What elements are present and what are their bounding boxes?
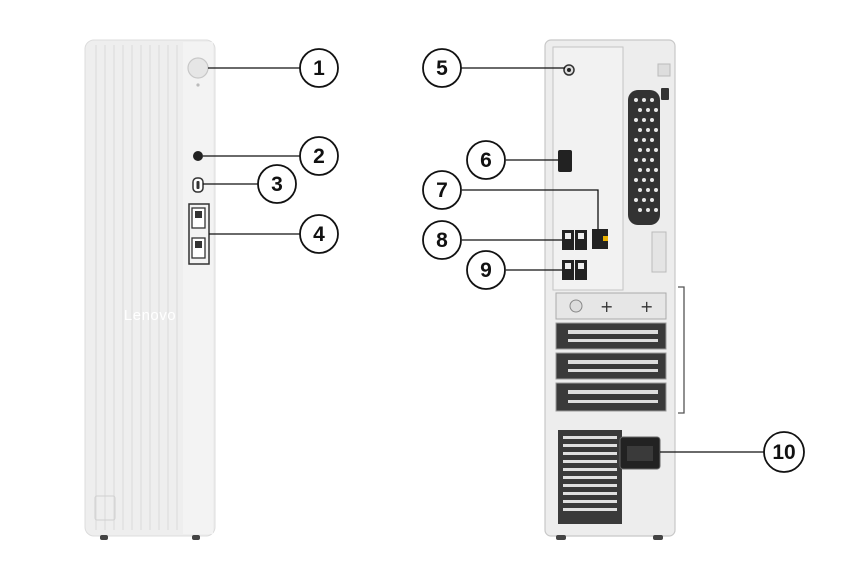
front-ridges: [95, 45, 178, 530]
callout-badge: 9: [466, 250, 506, 290]
ethernet-port[interactable]: [592, 229, 608, 249]
ethernet-led-icon: [603, 236, 608, 241]
expansion-slot-grille: [568, 330, 658, 403]
usb-c-tongue: [196, 181, 200, 189]
callout-leaders: [203, 67, 764, 453]
front-foot-left: [100, 535, 108, 540]
front-usb-a-insert-2: [195, 241, 202, 248]
callout-badge: 5: [422, 48, 462, 88]
callout-number: 6: [480, 149, 492, 172]
expansion-slot-3: [555, 352, 667, 380]
rear-fan-grille: [634, 98, 658, 212]
callout-badge: 4: [299, 214, 339, 254]
callout-number: 3: [271, 173, 283, 196]
expansion-slot-plus-icon-2: +: [640, 297, 653, 316]
callout-badge: 10: [763, 431, 805, 473]
power-button[interactable]: [187, 57, 209, 79]
power-indicator-icon: [196, 83, 200, 87]
power-connector-socket: [627, 446, 653, 461]
expansion-slot-2: [555, 322, 667, 350]
expansion-slot-4: [555, 382, 667, 412]
front-usb-a-insert-1: [195, 211, 202, 218]
front-foot-right: [192, 535, 200, 540]
rear-latch: [651, 231, 667, 273]
callout-number: 5: [436, 57, 448, 80]
rear-usb-upper-insert-2: [578, 233, 584, 239]
rear-usb-lower-insert-1: [565, 263, 571, 269]
rear-audio-jack-hole: [567, 68, 571, 72]
headset-jack[interactable]: [193, 151, 203, 161]
callout-number: 2: [313, 145, 325, 168]
rear-top-tab: [657, 63, 671, 77]
hdmi-port[interactable]: [558, 150, 572, 172]
callout-number: 1: [313, 57, 325, 80]
front-badge-icon: [94, 495, 116, 521]
psu-vent-grille: [563, 436, 617, 511]
rear-usb-lower-insert-2: [578, 263, 584, 269]
rear-foot-right: [653, 535, 663, 540]
callout-number: 10: [772, 441, 795, 464]
rear-view: + +: [544, 39, 685, 540]
callout-number: 7: [436, 179, 448, 202]
callout-badges: 1 2 3 4 5 6 7 8: [257, 48, 805, 473]
expansion-slot-bracket: [678, 286, 685, 414]
front-view: Lenovo: [84, 39, 216, 540]
callout-number: 8: [436, 229, 448, 252]
callout-badge: 8: [422, 220, 462, 260]
front-brand-label: Lenovo: [124, 307, 176, 324]
callout-number: 4: [313, 223, 325, 246]
expansion-slot-1: [555, 292, 667, 320]
expansion-slots: + +: [555, 286, 685, 414]
expansion-slot-screw-icon: [569, 299, 583, 313]
callout-badge: 6: [466, 140, 506, 180]
front-port-strip: [183, 42, 213, 534]
callout-badge: 2: [299, 136, 339, 176]
leader-7: [462, 189, 599, 229]
expansion-slot-plus-icon-1: +: [600, 297, 613, 316]
callout-number: 9: [480, 259, 492, 282]
callout-badge: 3: [257, 164, 297, 204]
rear-usb-upper-insert-1: [565, 233, 571, 239]
rear-fan-vent: [628, 90, 660, 225]
rear-foot-left: [556, 535, 566, 540]
callout-badge: 1: [299, 48, 339, 88]
rear-lock-slot-icon: [661, 88, 669, 100]
callout-badge: 7: [422, 170, 462, 210]
